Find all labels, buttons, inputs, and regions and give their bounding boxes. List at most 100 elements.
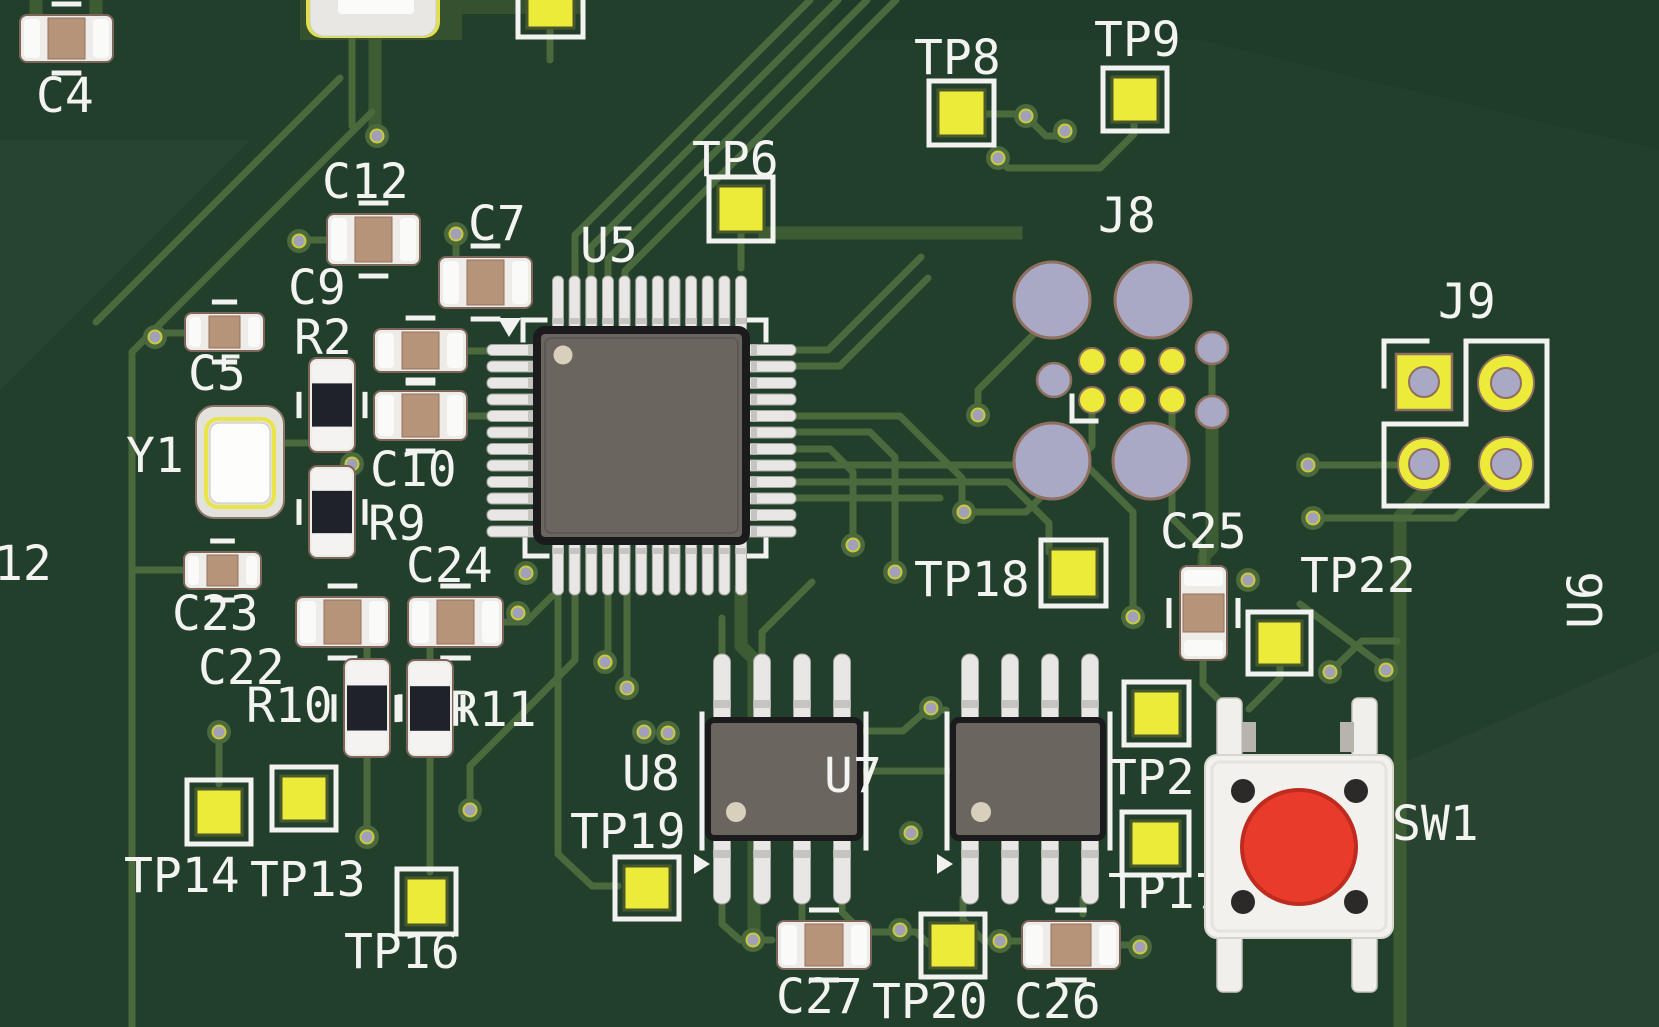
label-TP18: TP18	[914, 552, 1030, 608]
switch-red-button	[1240, 788, 1358, 906]
j8-mount-hole	[1012, 421, 1092, 501]
via	[1236, 568, 1260, 592]
label-TP22: TP22	[1300, 548, 1416, 604]
via	[143, 325, 167, 349]
j9-pin1-bracket-icon	[1381, 338, 1430, 389]
testpoint-TP17	[1119, 809, 1192, 878]
ic-U8	[705, 653, 863, 905]
j8-pin-pad	[1078, 347, 1106, 375]
copper-traces	[29, 0, 1508, 1027]
via	[458, 798, 482, 822]
testpoint-TP2x	[1121, 679, 1192, 748]
label-U7: U7	[824, 748, 882, 804]
testpoint-TP13	[269, 764, 339, 833]
vias	[143, 104, 1398, 959]
label-C25: C25	[1160, 504, 1247, 560]
resistor-R2	[296, 357, 368, 453]
via	[355, 825, 379, 849]
testpoint-TP22	[1245, 609, 1314, 677]
switch-corner-dot	[1231, 890, 1255, 914]
via	[986, 146, 1010, 170]
capacitor-C4	[19, 1, 114, 76]
u7-pin1-dot	[971, 802, 991, 822]
capacitors	[19, 1, 1241, 983]
via	[1014, 104, 1038, 128]
ic-U5	[486, 275, 797, 596]
label-TP13: TP13	[250, 852, 366, 908]
resistors	[296, 357, 466, 758]
via	[506, 601, 530, 625]
via	[899, 821, 923, 845]
via	[1374, 658, 1398, 682]
label-C24: C24	[406, 538, 493, 594]
j9-outline	[1381, 338, 1550, 509]
testpoint-TP6	[706, 174, 776, 244]
label-C7: C7	[468, 196, 526, 252]
sw1-switch	[1204, 697, 1394, 993]
resistor-R9	[296, 465, 368, 559]
testpoint-TP18	[1038, 537, 1109, 609]
via	[919, 696, 943, 720]
capacitor-C27	[776, 907, 872, 983]
label-R2: R2	[294, 310, 352, 366]
label-TP20: TP20	[872, 974, 988, 1027]
via	[888, 918, 912, 942]
j8-pin-pad	[1118, 386, 1146, 414]
via	[1301, 506, 1325, 530]
capacitor-C7	[438, 243, 533, 322]
test-points	[184, 0, 1314, 980]
via	[287, 229, 311, 253]
label-R11: R11	[450, 682, 537, 738]
j9-connector	[1394, 352, 1535, 492]
label-TP19: TP19	[570, 804, 686, 860]
via	[615, 676, 639, 700]
j8-hole	[1194, 330, 1230, 366]
capacitor-C9	[373, 315, 468, 386]
via	[1121, 605, 1145, 629]
label-J8: J8	[1098, 188, 1156, 244]
via	[593, 650, 617, 674]
capacitor-C23	[183, 538, 262, 603]
switch-corner-dot	[1231, 779, 1255, 803]
j8-hole	[1194, 394, 1230, 430]
u8-pin1-arrow-icon	[694, 854, 710, 874]
label-TP14: TP14	[124, 848, 240, 904]
via	[741, 928, 765, 952]
testpoint-TP20	[918, 911, 988, 980]
via	[656, 721, 680, 745]
label-U8: U8	[622, 746, 680, 802]
capacitor-C12	[326, 200, 421, 279]
via	[883, 560, 907, 584]
label-TP16: TP16	[344, 924, 460, 980]
top-edge-component	[306, 0, 440, 38]
j8-mount-hole	[1012, 260, 1092, 340]
switch-corner-dot	[1344, 779, 1368, 803]
label-C22: C22	[198, 640, 285, 696]
via	[966, 403, 990, 427]
u8-pin1-dot	[726, 802, 746, 822]
ic-U7	[950, 653, 1106, 905]
capacitor-C10	[373, 377, 468, 454]
u7-pin1-arrow-icon	[937, 854, 953, 874]
j8-hole	[1035, 361, 1073, 399]
capacitor-C22	[295, 583, 390, 661]
label-C5: C5	[188, 346, 246, 402]
testpoint-TP16	[394, 866, 459, 937]
j8-mount-hole	[1111, 421, 1191, 501]
label-R10: R10	[246, 678, 333, 734]
via	[632, 720, 656, 744]
capacitor-C24	[407, 583, 504, 661]
label-TP9: TP9	[1094, 12, 1181, 68]
capacitor-C25	[1166, 565, 1241, 661]
j8-pin-pad	[1158, 347, 1186, 375]
u5-pin1-triangle-icon	[498, 318, 521, 337]
via	[514, 561, 538, 585]
via	[841, 533, 865, 557]
j8-connector	[1012, 260, 1230, 501]
j8-mount-hole	[1113, 260, 1193, 340]
label-C12: C12	[322, 154, 409, 210]
switch-corner-dot	[1344, 890, 1368, 914]
capacitor-C5	[184, 299, 265, 365]
